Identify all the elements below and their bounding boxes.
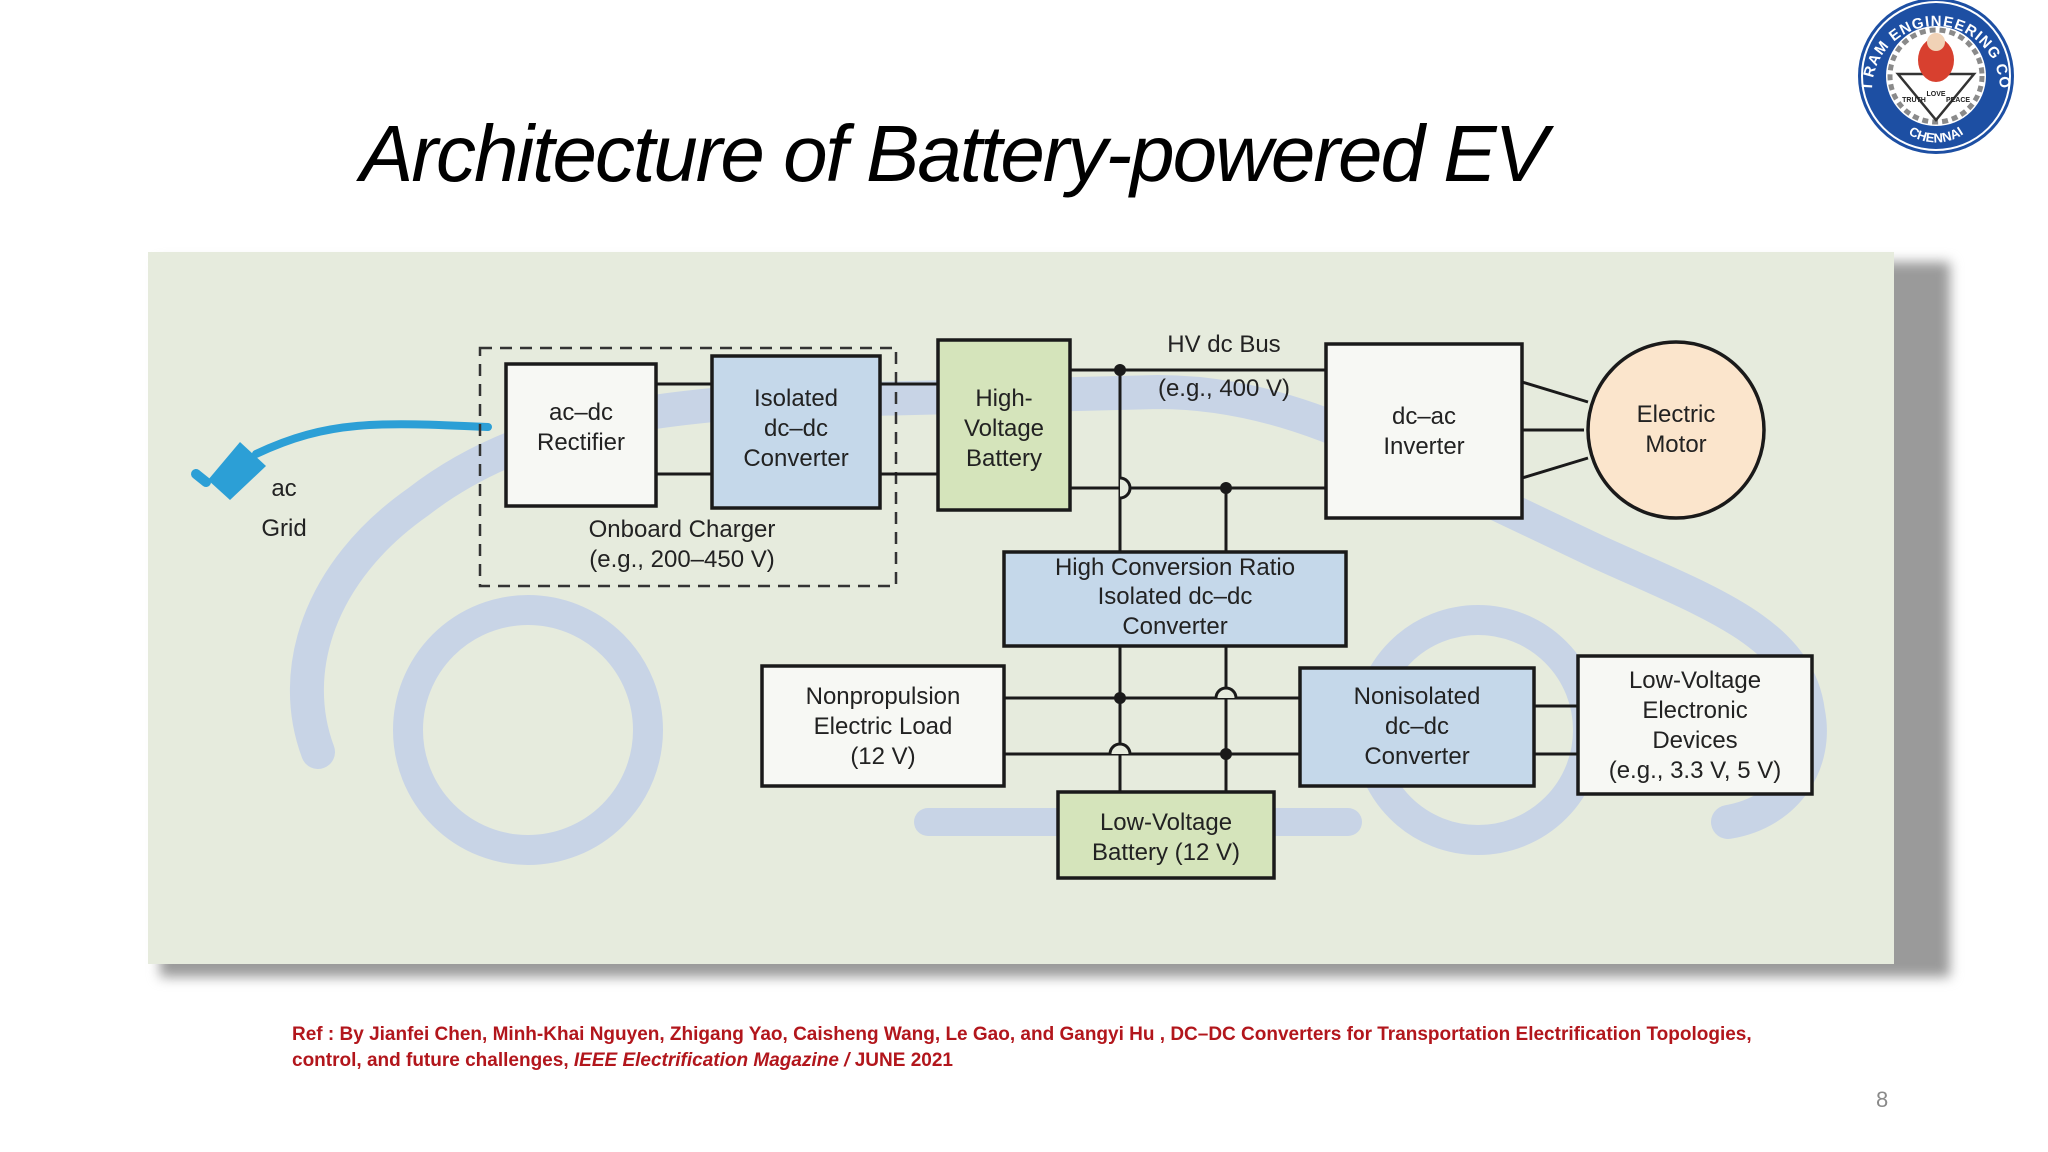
wires	[656, 368, 1589, 792]
svg-text:Converter: Converter	[1364, 743, 1469, 770]
svg-text:ac–dc: ac–dc	[549, 399, 613, 426]
svg-text:dc–ac: dc–ac	[1392, 403, 1456, 430]
grid-label-ac: ac	[271, 475, 296, 502]
logo-bottom-text: CHENNAI	[1907, 124, 1966, 146]
svg-text:Devices: Devices	[1652, 727, 1737, 754]
svg-text:Motor: Motor	[1645, 431, 1706, 458]
high-conversion-ratio-converter-block: High Conversion Ratio Isolated dc–dc Con…	[1002, 550, 1348, 648]
svg-text:CHENNAI: CHENNAI	[1907, 124, 1966, 146]
svg-text:Voltage: Voltage	[964, 415, 1044, 442]
wire-junctions	[1114, 364, 1232, 760]
logo-gear-icon	[1887, 27, 1985, 125]
svg-text:dc–dc: dc–dc	[1385, 713, 1449, 740]
svg-text:Isolated dc–dc: Isolated dc–dc	[1098, 583, 1253, 610]
logo-saint-figure	[1918, 38, 1954, 82]
svg-text:Electric: Electric	[1637, 401, 1716, 428]
svg-text:Low-Voltage: Low-Voltage	[1629, 667, 1761, 694]
svg-text:Rectifier: Rectifier	[537, 429, 625, 456]
svg-text:(12 V): (12 V)	[850, 743, 915, 770]
svg-text:Converter: Converter	[1122, 613, 1227, 640]
reference-date: JUNE 2021	[849, 1050, 953, 1071]
college-logo: SRI SAI RAM ENGINEERING COLLEGE CHENNAI …	[1822, 0, 2014, 154]
high-voltage-battery-block: High- Voltage Battery	[936, 338, 1072, 512]
page-number: 8	[1876, 1087, 1889, 1112]
svg-text:High Conversion Ratio: High Conversion Ratio	[1055, 554, 1295, 581]
low-voltage-battery-block: Low-Voltage Battery (12 V)	[1056, 790, 1276, 880]
svg-text:(e.g., 3.3 V, 5 V): (e.g., 3.3 V, 5 V)	[1609, 757, 1782, 784]
svg-text:dc–dc: dc–dc	[764, 415, 828, 442]
charging-plug-icon	[191, 420, 492, 500]
logo-motto-left: TRUTH	[1902, 97, 1926, 104]
logo-motto-right: PEACE	[1946, 97, 1970, 104]
svg-text:Electronic: Electronic	[1642, 697, 1747, 724]
ev-architecture-diagram: ac Grid Onboard Charger (e.g., 200–450 V…	[191, 331, 1827, 880]
reference-citation: Ref : By Jianfei Chen, Minh-Khai Nguyen,…	[292, 1022, 1792, 1074]
svg-text:Isolated: Isolated	[754, 385, 838, 412]
hv-dc-bus-voltage: (e.g., 400 V)	[1158, 375, 1290, 402]
svg-text:Battery (12 V): Battery (12 V)	[1092, 839, 1240, 866]
onboard-charger-boundary	[478, 346, 898, 588]
reference-text: Ref : By Jianfei Chen, Minh-Khai Nguyen,…	[292, 1024, 1752, 1071]
logo-motto-center: LOVE	[1926, 91, 1945, 98]
ac-dc-rectifier-block: ac–dc Rectifier	[504, 362, 658, 508]
svg-text:Converter: Converter	[743, 445, 848, 472]
wire-crossovers	[1108, 476, 1238, 755]
svg-text:Electric Load: Electric Load	[814, 713, 953, 740]
svg-text:Inverter: Inverter	[1383, 433, 1464, 460]
onboard-charger-label: Onboard Charger	[589, 516, 776, 543]
svg-text:Nonpropulsion: Nonpropulsion	[806, 683, 961, 710]
electric-motor-block: Electric Motor	[1586, 340, 1766, 520]
hv-dc-bus-label: HV dc Bus	[1167, 331, 1280, 358]
isolated-dc-dc-converter-block: Isolated dc–dc Converter	[710, 354, 882, 510]
nonisolated-dc-dc-converter-block: Nonisolated dc–dc Converter	[1298, 666, 1536, 788]
svg-text:Low-Voltage: Low-Voltage	[1100, 809, 1232, 836]
low-voltage-devices-block: Low-Voltage Electronic Devices (e.g., 3.…	[1576, 654, 1814, 796]
reference-journal: IEEE Electrification Magazine /	[573, 1050, 850, 1071]
svg-text:High-: High-	[975, 385, 1032, 412]
svg-text:Battery: Battery	[966, 445, 1042, 472]
svg-text:Nonisolated: Nonisolated	[1354, 683, 1481, 710]
dc-ac-inverter-block: dc–ac Inverter	[1324, 342, 1524, 520]
onboard-charger-range: (e.g., 200–450 V)	[589, 546, 774, 573]
nonpropulsion-load-block: Nonpropulsion Electric Load (12 V)	[760, 664, 1006, 788]
grid-label-grid: Grid	[261, 515, 306, 542]
slide-title: Architecture of Battery-powered EV	[360, 109, 1548, 198]
